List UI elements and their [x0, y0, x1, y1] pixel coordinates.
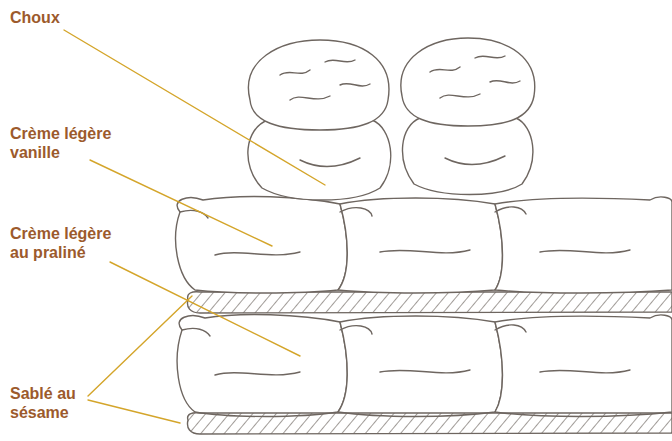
leader-line: [90, 160, 272, 246]
sesame-sable: [188, 413, 672, 434]
cream-swirl: [180, 207, 630, 255]
part-label: Choux: [10, 8, 120, 27]
cream-piping: [338, 316, 503, 417]
leader-line: [110, 262, 300, 356]
part-label: Sablé au sésame: [10, 384, 100, 422]
choux-crackle: [430, 56, 520, 165]
choux-bun: [403, 118, 533, 195]
cream-piping: [338, 198, 503, 293]
cream-piping: [495, 197, 672, 293]
leader-line: [88, 400, 180, 423]
choux-bun: [401, 38, 535, 126]
leader-line: [88, 296, 192, 396]
leader-line: [64, 30, 325, 185]
cream-piping: [176, 197, 348, 293]
choux-bun: [248, 120, 391, 200]
part-label: Crème légère vanille: [10, 124, 130, 162]
choux-crackle: [280, 60, 370, 167]
sesame-sable: [188, 292, 672, 313]
part-label: Crème légère au praliné: [10, 224, 130, 262]
cream-swirl: [182, 325, 630, 375]
cream-piping: [495, 315, 672, 417]
